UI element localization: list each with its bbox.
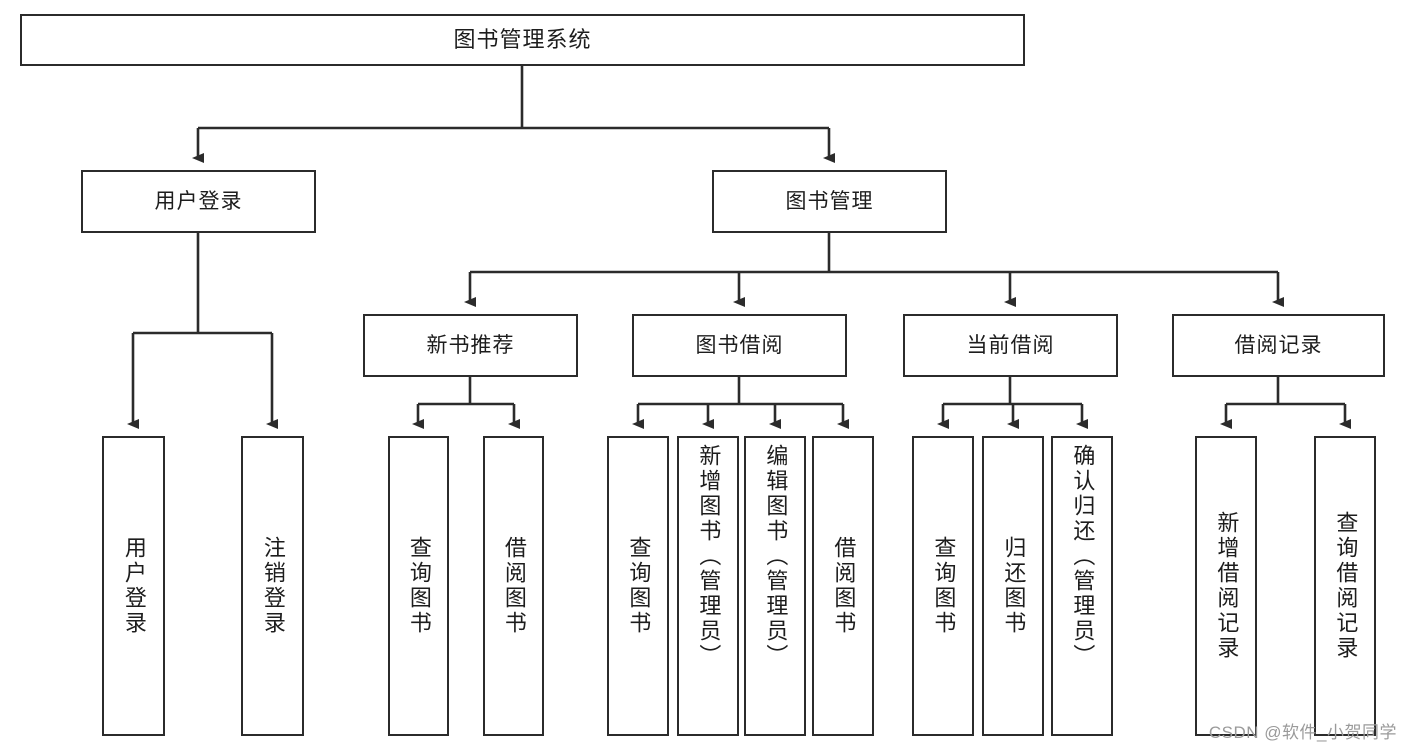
leaf-label: 新增图书（管理员）	[696, 444, 722, 669]
leaf-label: 编辑图书（管理员）	[763, 444, 789, 669]
leaf-label: 用户登录	[121, 536, 147, 636]
leaf-current-query-book[interactable]: 查询图书	[912, 436, 974, 736]
leaf-record-add[interactable]: 新增借阅记录	[1195, 436, 1257, 736]
node-user-login-label: 用户登录	[154, 189, 243, 213]
node-root[interactable]: 图书管理系统	[20, 14, 1025, 66]
leaf-label: 新增借阅记录	[1214, 511, 1240, 661]
node-current-borrow[interactable]: 当前借阅	[903, 314, 1118, 377]
leaf-label: 查询借阅记录	[1333, 511, 1359, 661]
node-book-management[interactable]: 图书管理	[712, 170, 947, 233]
node-new-book-recommend-label: 新书推荐	[426, 333, 515, 357]
node-book-borrow[interactable]: 图书借阅	[632, 314, 847, 377]
node-book-management-label: 图书管理	[785, 189, 874, 213]
node-current-borrow-label: 当前借阅	[966, 333, 1055, 357]
leaf-user-login-logout[interactable]: 注销登录	[241, 436, 304, 736]
leaf-borrow-add-book-admin[interactable]: 新增图书（管理员）	[677, 436, 739, 736]
leaf-current-return-book[interactable]: 归还图书	[982, 436, 1044, 736]
leaf-label: 查询图书	[626, 536, 652, 636]
leaf-label: 借阅图书	[501, 536, 527, 636]
node-user-login[interactable]: 用户登录	[81, 170, 316, 233]
watermark: CSDN @软件_小贺同学	[1208, 723, 1397, 742]
leaf-borrow-borrow-book[interactable]: 借阅图书	[812, 436, 874, 736]
leaf-user-login-login[interactable]: 用户登录	[102, 436, 165, 736]
leaf-label: 注销登录	[260, 536, 286, 636]
node-borrow-record[interactable]: 借阅记录	[1172, 314, 1385, 377]
leaf-label: 查询图书	[406, 536, 432, 636]
leaf-borrow-edit-book-admin[interactable]: 编辑图书（管理员）	[744, 436, 806, 736]
node-borrow-record-label: 借阅记录	[1234, 333, 1323, 357]
leaf-label: 确认归还（管理员）	[1070, 444, 1096, 669]
node-root-label: 图书管理系统	[453, 26, 592, 52]
leaf-label: 归还图书	[1001, 536, 1027, 636]
leaf-current-confirm-return-admin[interactable]: 确认归还（管理员）	[1051, 436, 1113, 736]
node-book-borrow-label: 图书借阅	[695, 333, 784, 357]
leaf-label: 借阅图书	[831, 536, 857, 636]
leaf-label: 查询图书	[931, 536, 957, 636]
leaf-record-query[interactable]: 查询借阅记录	[1314, 436, 1376, 736]
leaf-new-book-query[interactable]: 查询图书	[388, 436, 449, 736]
leaf-new-book-borrow[interactable]: 借阅图书	[483, 436, 544, 736]
node-new-book-recommend[interactable]: 新书推荐	[363, 314, 578, 377]
leaf-borrow-query-book[interactable]: 查询图书	[607, 436, 669, 736]
